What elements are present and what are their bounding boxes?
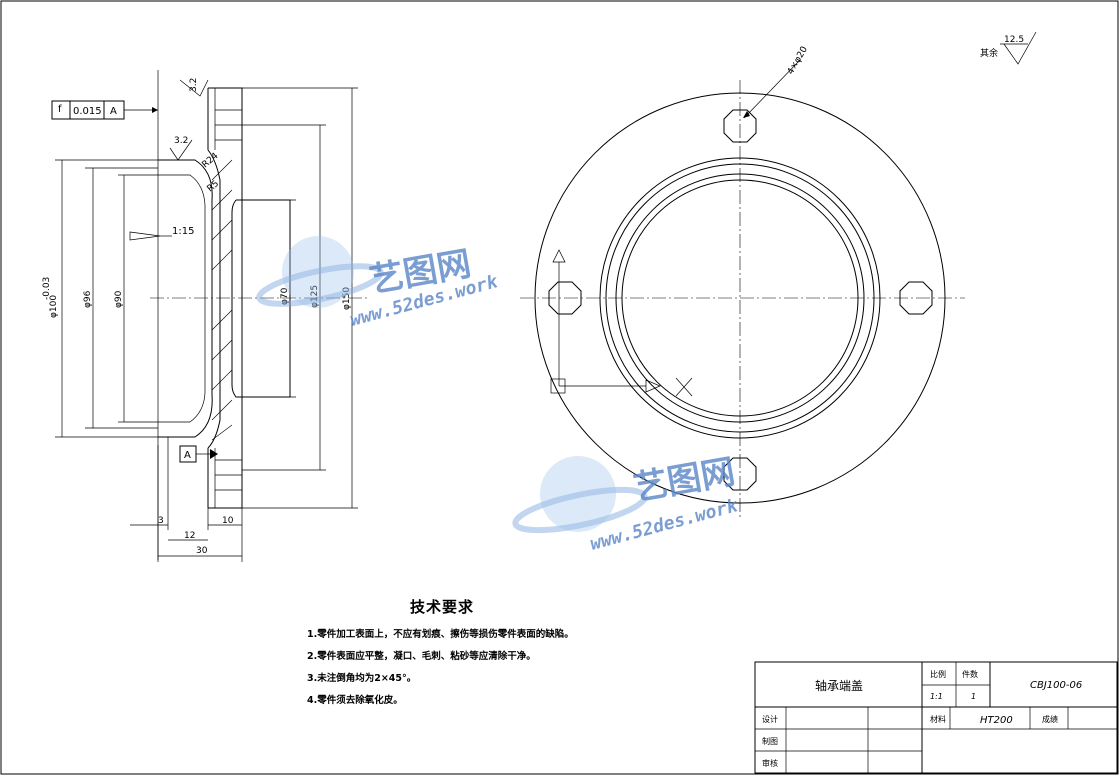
globe-icon: [282, 236, 354, 308]
bore: [231, 199, 291, 398]
spigot-outer: [158, 159, 213, 438]
section-view: f 0.015 A A 3.2 3.2 R24 R5 1:15 φ100 -0.…: [42, 70, 370, 562]
count-label: 件数: [962, 669, 978, 679]
dim-96: φ96: [83, 290, 93, 308]
bolt-holes: [548, 109, 933, 491]
material-value: HT200: [980, 715, 1013, 726]
taper-label: 1:15: [172, 226, 194, 237]
dim-10: 10: [222, 516, 234, 526]
watermark-1: 艺图网 www.52des.work: [256, 236, 501, 331]
dim-125: φ125: [310, 285, 320, 308]
datum-label: A: [184, 450, 191, 461]
taper-symbol: [129, 231, 161, 241]
flatness-symbol: f: [58, 104, 62, 115]
section-hatch: [211, 159, 233, 441]
fillet-label: R24: [201, 151, 221, 170]
top-view: 4×φ20 其余 12.5: [520, 31, 1037, 520]
material-label: 材料: [930, 714, 946, 724]
dim-150: φ150: [342, 287, 352, 310]
roughness-top-value: 3.2: [189, 78, 199, 92]
bolt-hole-right: [899, 281, 933, 315]
list-item: 1.零件加工表面上，不应有划痕、擦伤等损伤零件表面的缺陷。: [307, 629, 574, 640]
bolt-hole-top: [723, 109, 757, 143]
list-item: 2.零件表面应平整，凝口、毛刺、粘砂等应清除干净。: [307, 651, 536, 662]
roughness-symbol-left: [169, 139, 193, 161]
dim-100-tolerance: -0.03: [42, 277, 52, 300]
bore-circle: [615, 173, 865, 423]
roughness-other: 其余 12.5: [980, 31, 1037, 65]
drawing-number: CBJ100-06: [1030, 680, 1082, 691]
dim-70: φ70: [280, 287, 290, 305]
roughness-other-label: 其余: [980, 47, 998, 59]
dim-100: φ100: [49, 295, 59, 318]
list-item: 4.零件须去除氧化皮。: [307, 695, 403, 706]
spigot-circle: [599, 157, 881, 439]
reviewer-label: 审核: [762, 758, 778, 768]
tech-requirements-title: 技术要求: [410, 598, 475, 616]
part-name: 轴承端盖: [815, 678, 863, 693]
title-block: 轴承端盖 比例 件数 CBJ100-06 1:1 1 材料 HT200 成绩 设…: [754, 661, 1118, 774]
tech-requirements-list: 1.零件加工表面上，不应有划痕、擦伤等损伤零件表面的缺陷。 2.零件表面应平整，…: [307, 628, 574, 716]
grade-label: 成绩: [1042, 714, 1058, 724]
flatness-datum: A: [110, 106, 117, 117]
count-value: 1: [971, 692, 976, 701]
designer-label: 设计: [762, 714, 778, 724]
dim-30: 30: [196, 546, 208, 556]
outer-circle: [534, 92, 946, 504]
roughness-symbol-top: [179, 79, 209, 97]
ucs-icon: [550, 249, 693, 397]
chamfer-label: R5: [206, 179, 222, 194]
dim-90: φ90: [114, 290, 124, 308]
globe-icon: [540, 456, 616, 532]
dim-3: 3: [158, 516, 164, 526]
roughness-left-value: 3.2: [174, 136, 188, 146]
hole-spec-label: 4×φ20: [786, 45, 810, 77]
dim-12: 12: [184, 531, 195, 541]
list-item: 3.未注倒角均为2×45°。: [307, 673, 417, 684]
bolt-hole-bottom: [723, 457, 757, 491]
bolt-hole-left: [548, 281, 582, 315]
roughness-other-value: 12.5: [1004, 35, 1024, 45]
flatness-tolerance-frame: [51, 100, 158, 120]
drafter-label: 制图: [762, 736, 778, 746]
scale-label: 比例: [930, 669, 946, 679]
scale-value: 1:1: [930, 692, 943, 701]
flatness-value: 0.015: [73, 106, 102, 117]
watermark-2: 艺图网 www.52des.work: [512, 452, 741, 555]
